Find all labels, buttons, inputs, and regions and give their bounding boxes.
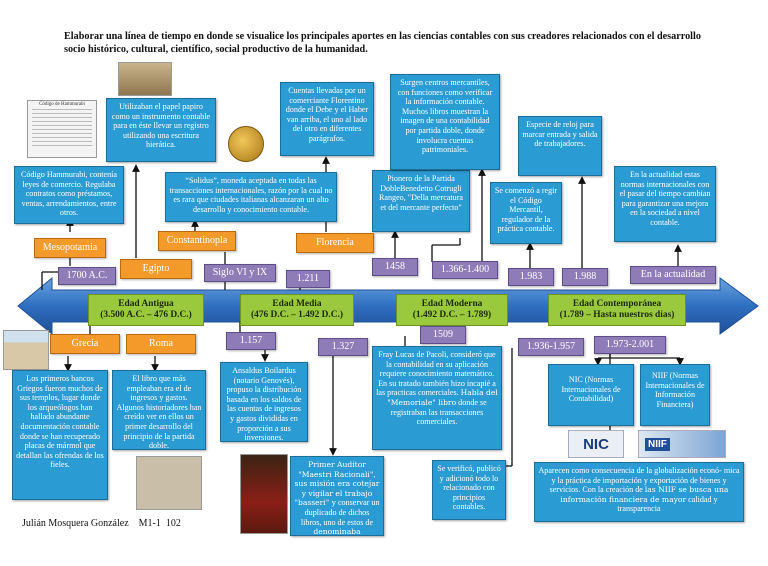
date-1973: 1.973-2.001 [594, 336, 666, 354]
niif-box: NIIF (Normas Internacionales de Informac… [640, 364, 710, 426]
place-grecia: Grecia [50, 334, 120, 354]
place-egipto: Egipto [120, 259, 192, 279]
date-actualidad: En la actualidad [630, 266, 716, 284]
date-1327: 1.327 [318, 338, 368, 356]
place-florencia: Florencia [296, 233, 374, 253]
grecia-box: Los primeros bancos Griegos fueron mucho… [12, 370, 108, 500]
verifico-box: Se verificó, publicó y adicionó todo lo … [432, 460, 506, 520]
era-moderna-label: Edad Moderna [421, 299, 483, 309]
papyrus-box: Utilizaban el papel papiro como un instr… [106, 98, 216, 162]
place-mesopotamia: Mesopotamia [34, 238, 106, 258]
era-moderna: Edad Moderna (1.492 D.C. – 1.789) [396, 294, 508, 326]
globalizacion-text-3: calidad y transparencia [617, 494, 718, 514]
marble-tablet-image [136, 456, 202, 510]
date-1157: 1.157 [226, 332, 276, 350]
reloj-box: Especie de reloj para marcar entrada y s… [518, 116, 602, 176]
era-antigua-range: (3.500 A.C. – 476 D.C.) [100, 310, 192, 320]
pacioli-portrait-image [240, 454, 288, 534]
pacioli-text-1: Fray Lucas de Pacoli, consideró que la c… [376, 350, 496, 398]
place-constantinopla: Constantinopla [158, 231, 236, 251]
mercantiles-box: Surgen centros mercantiles, con funcione… [390, 74, 500, 170]
solidus-coin-image [228, 126, 264, 162]
date-1983: 1.983 [508, 268, 554, 286]
codigo-mercantil-box: Se comenzó a regir el Código Mercantil, … [490, 182, 562, 244]
date-siglo: Siglo VI y IX [204, 264, 276, 282]
solidus-box: “Solidus”, moneda aceptada en todas las … [165, 172, 337, 222]
cotrugli-box: Pionero de la Partida DobleBenedetto Cot… [372, 170, 470, 232]
actualidad-box: En la actualidad estas normas internacio… [614, 166, 716, 242]
auditor-text-3: denominaba "Cartulari (Libro [304, 527, 370, 546]
footer-author: Julián Mosquera González M1-1 102 [22, 518, 181, 529]
niif-logo-text: NIIF [645, 437, 670, 451]
papyrus-scroll-image [118, 62, 172, 96]
auditor-text-4: Mayor), escritos en pergamino. [305, 546, 369, 565]
pacioli-text-3: donde se registraban las transacciones c… [390, 397, 487, 427]
ansaldus-box: Ansaldus Boilardus (notario Genovés), pr… [220, 362, 308, 442]
era-contemporanea-range: (1.789 – Hasta nuestros días) [559, 310, 675, 320]
era-media: Edad Media (476 D.C. – 1.492 D.C.) [240, 294, 354, 326]
era-antigua-label: Edad Antigua [118, 299, 174, 309]
parthenon-image [3, 330, 49, 370]
florentino-box: Cuentas llevadas por un comerciante Flor… [280, 82, 374, 156]
globalizacion-text-2: las NIIF se busca una información financ… [560, 485, 729, 504]
date-1211: 1.211 [286, 270, 330, 288]
place-roma: Roma [126, 334, 196, 354]
date-1458: 1458 [372, 258, 418, 276]
era-contemporanea-label: Edad Contemporánea [572, 299, 662, 309]
hammurabi-box: Código Hammurabi, contenía leyes de come… [14, 166, 124, 224]
era-antigua: Edad Antigua (3.500 A.C. – 476 D.C.) [88, 294, 204, 326]
date-1509: 1509 [420, 326, 466, 344]
auditor-text-2: conservar un duplicado de dichos libros,… [300, 498, 380, 527]
auditor-text-1: Primer Auditor "Maestri Racionali", sus … [294, 460, 380, 508]
nic-box: NIC (Normas Internacionales de Contabili… [548, 364, 634, 426]
date-1936: 1.936-1.957 [518, 338, 584, 356]
pacioli-box: Fray Lucas de Pacoli, consideró que la c… [372, 346, 502, 450]
niif-logo: NIIF [638, 430, 726, 458]
date-1700ac: 1700 A.C. [58, 267, 116, 285]
nic-logo-text: NIC [583, 435, 609, 453]
roma-box: El libro que más empleaban era el de ing… [112, 370, 206, 450]
globalizacion-box: Aparecen como consecuencia de la globali… [534, 462, 744, 522]
pacioli-text-2: Habla del "Memoriale" libro [387, 388, 498, 407]
hammurabi-code-image: Código de Hammurabi [27, 100, 97, 158]
nic-logo: NIC [568, 430, 624, 458]
era-moderna-range: (1.492 D.C. – 1.789) [412, 310, 492, 320]
auditor-box: Primer Auditor "Maestri Racionali", sus … [290, 456, 384, 565]
globalizacion-text-1: Aparecen como consecuencia de la globali… [538, 466, 740, 495]
page-title: Elaborar una línea de tiempo en donde se… [64, 31, 701, 55]
date-1366: 1.366-1.400 [432, 261, 498, 279]
era-media-range: (476 D.C. – 1.492 D.C.) [251, 310, 343, 320]
era-media-label: Edad Media [272, 299, 322, 309]
date-1988: 1.988 [562, 268, 608, 286]
era-contemporanea: Edad Contemporánea (1.789 – Hasta nuestr… [548, 294, 686, 326]
code-image-caption: Código de Hammurabi [39, 102, 85, 107]
